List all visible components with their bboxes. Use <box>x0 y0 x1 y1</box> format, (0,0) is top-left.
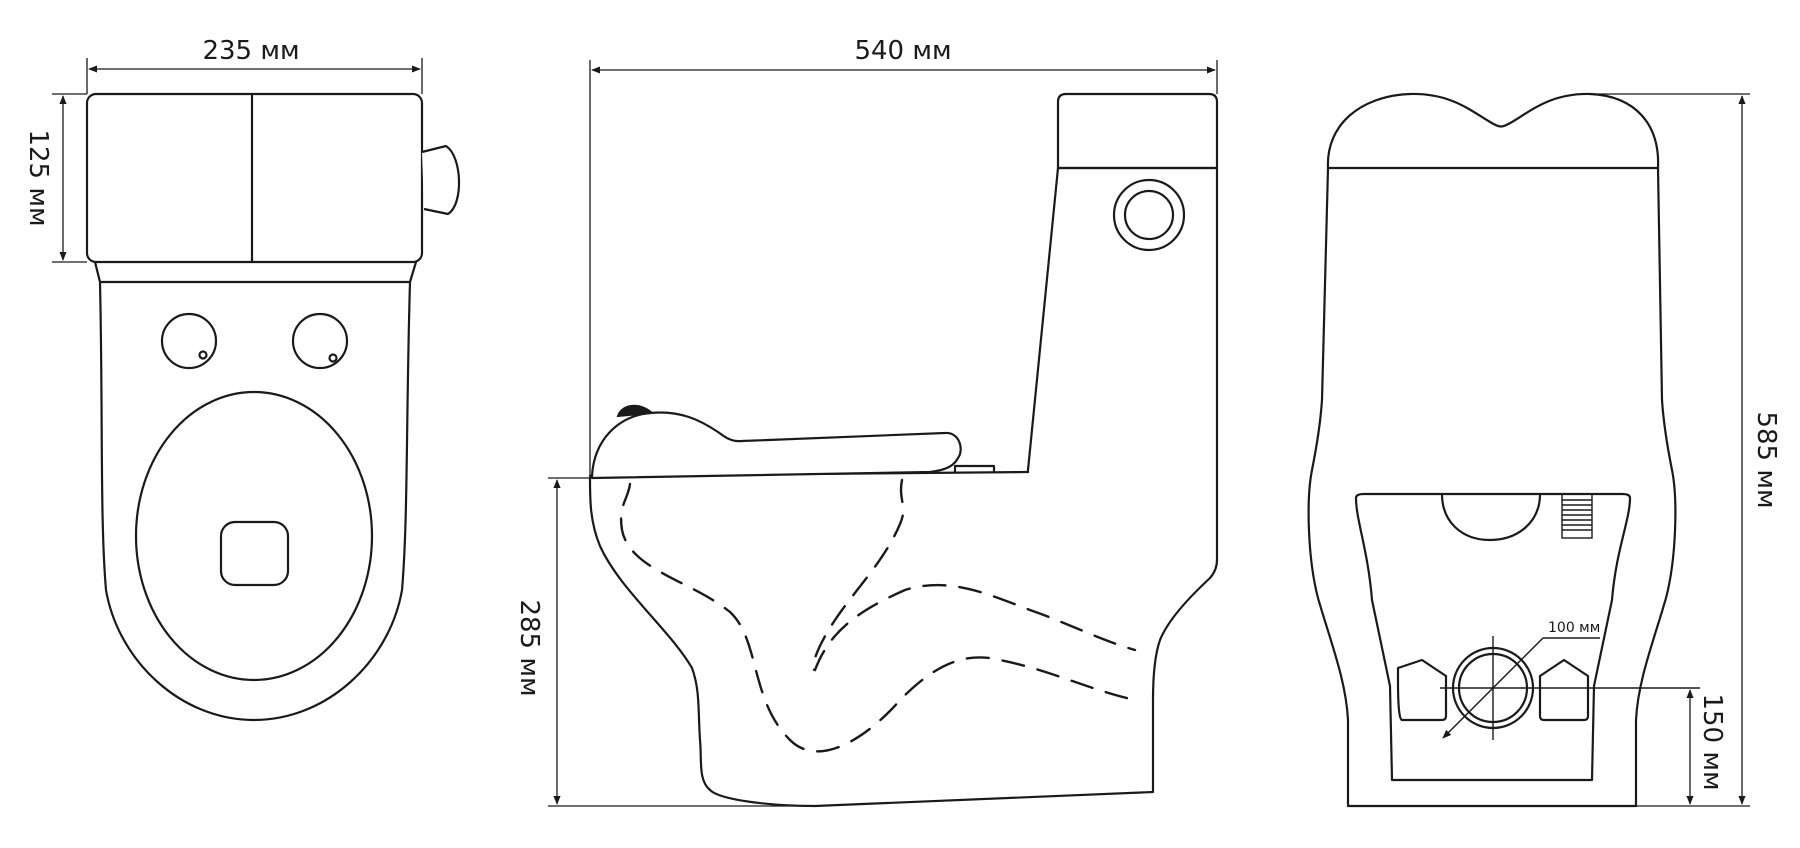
side-seat <box>590 411 962 480</box>
side-body-outline <box>588 166 1219 808</box>
top-hole-left <box>160 312 218 370</box>
top-hole-right-small <box>328 353 338 363</box>
dim-label-outlet-diameter: 100 мм <box>1548 620 1600 636</box>
rear-body-outline <box>1307 166 1677 808</box>
side-trapway-upper <box>619 482 1137 753</box>
dim-label-total-height: 585 мм <box>1751 411 1781 508</box>
rear-fill-pipe <box>1561 493 1593 539</box>
rear-mount-halfcircle <box>1440 492 1542 542</box>
side-tank <box>1056 92 1219 170</box>
side-view: 540 мм 285 мм <box>514 36 1219 808</box>
top-hole-left-small <box>198 350 208 360</box>
dim-label-tank-width: 235 мм <box>202 36 299 66</box>
top-seat-lid <box>134 390 374 682</box>
rear-inner-panel <box>1354 492 1632 782</box>
top-view: 235 мм 125 мм <box>23 36 461 722</box>
rear-bolt-cavity-left <box>1396 658 1448 722</box>
rear-tank-top <box>1326 92 1660 170</box>
flush-lever <box>421 144 461 216</box>
top-tank <box>85 92 424 264</box>
rear-bolt-cavity-right <box>1538 658 1590 722</box>
dim-label-outlet-height: 150 мм <box>1697 693 1727 790</box>
dim-label-total-length: 540 мм <box>854 36 951 66</box>
top-lid-handle <box>219 520 290 587</box>
dim-label-seat-height: 285 мм <box>514 599 544 696</box>
rear-outlet-diameter-line <box>1442 637 1544 739</box>
rear-view: 100 мм 585 мм 150 мм <box>1307 92 1781 808</box>
side-seat-hinge <box>616 404 655 418</box>
dim-label-tank-depth: 125 мм <box>23 129 53 226</box>
top-hole-right <box>291 312 349 370</box>
side-flush-button-inner <box>1123 189 1175 241</box>
top-neck <box>93 260 418 284</box>
side-flush-button-outer <box>1112 178 1186 252</box>
top-bowl-outline <box>98 280 412 722</box>
side-trapway-lower <box>812 478 1137 672</box>
side-seat-stop <box>953 464 996 474</box>
